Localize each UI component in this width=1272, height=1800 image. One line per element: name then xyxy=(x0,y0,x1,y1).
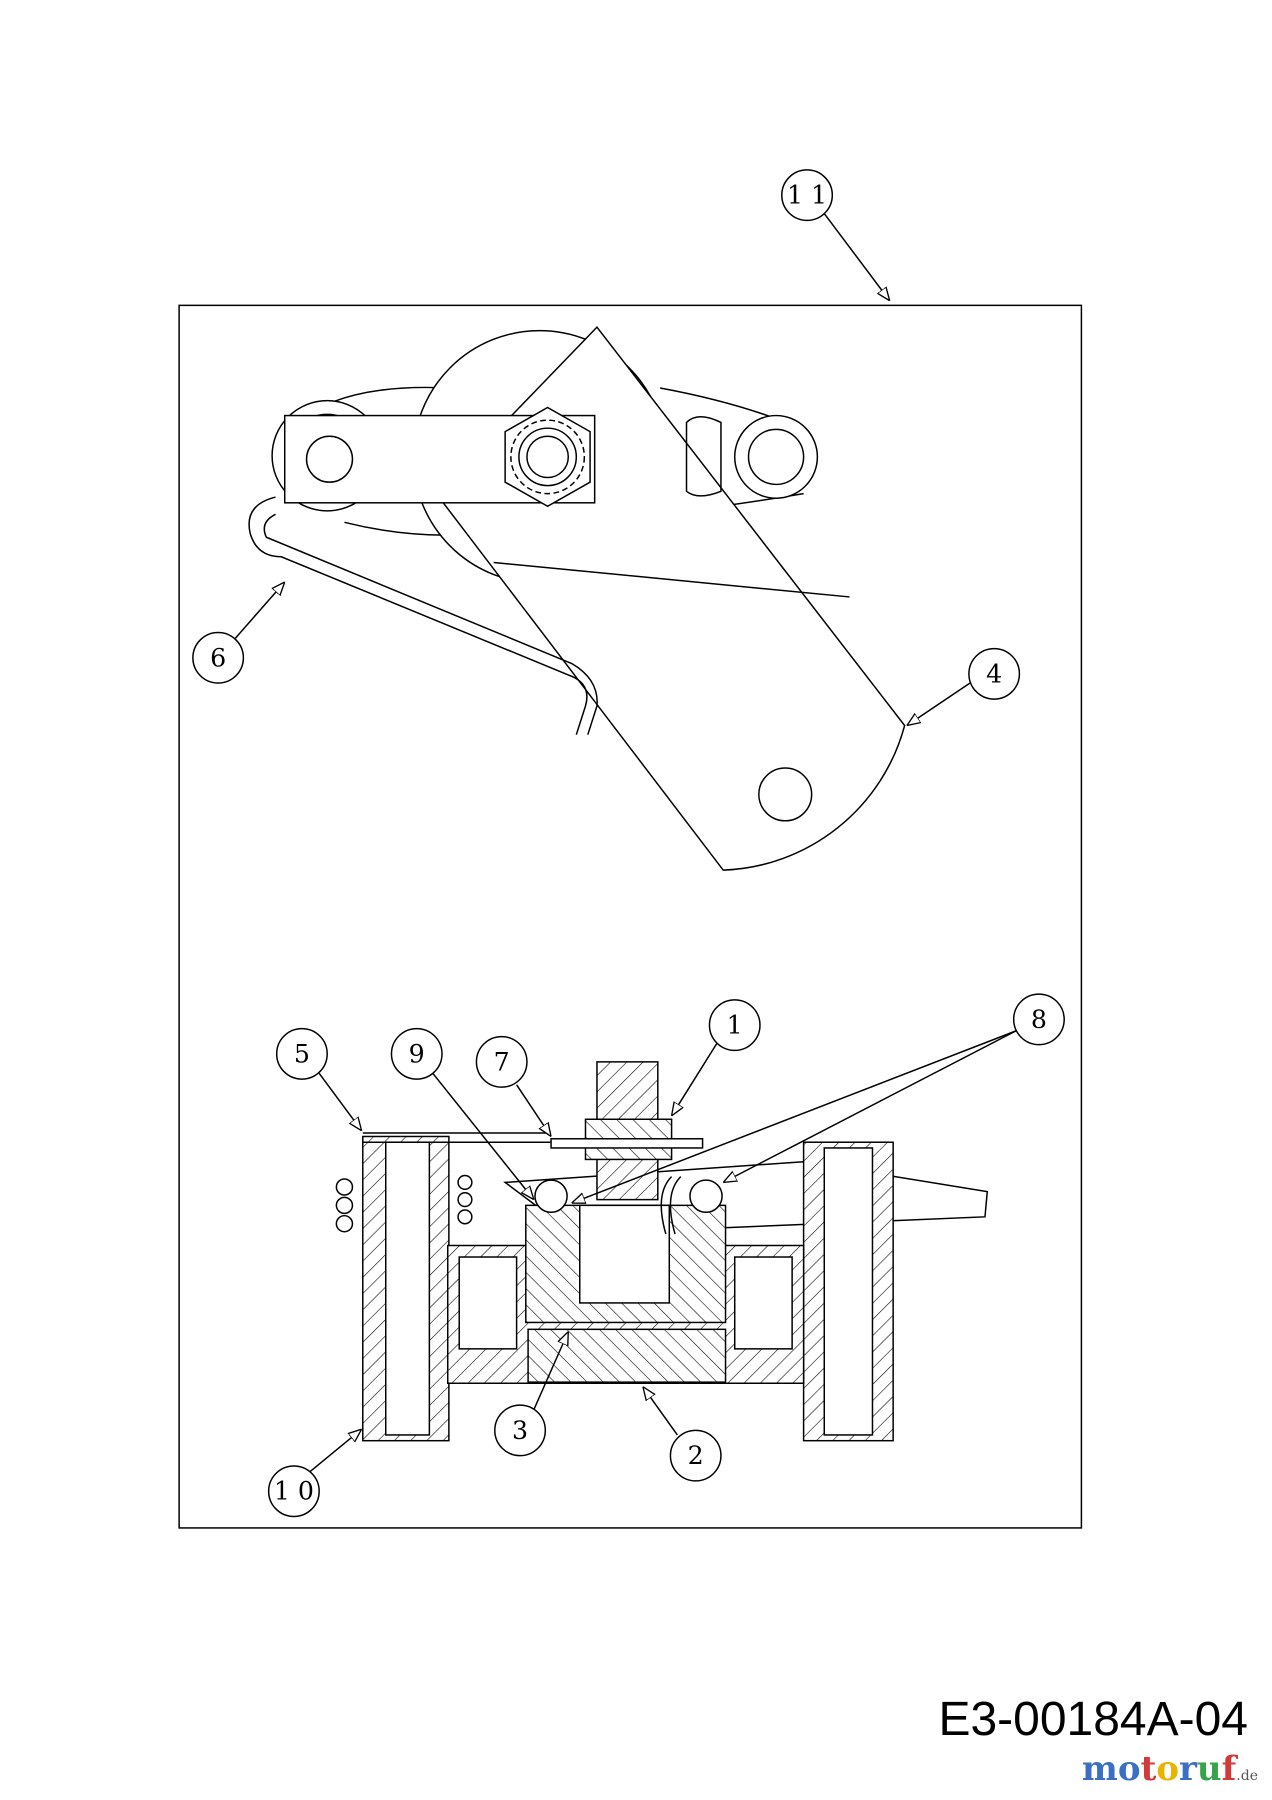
diagram-code: E3-00184A-04 xyxy=(938,1693,1248,1746)
callout-7: 7 xyxy=(475,1035,528,1088)
svg-text:7: 7 xyxy=(494,1047,510,1076)
svg-text:2: 2 xyxy=(688,1441,704,1470)
idler-assembly-top-view xyxy=(248,326,906,871)
callout-8: 8 xyxy=(1012,993,1065,1046)
watermark-letter: u xyxy=(1196,1749,1222,1789)
callout-4: 4 xyxy=(968,647,1021,700)
callout-9: 9 xyxy=(390,1027,443,1080)
watermark-letter: m xyxy=(1081,1749,1118,1789)
belt-guide-pin-right xyxy=(689,1179,723,1213)
watermark-letter: f xyxy=(1221,1749,1237,1789)
callout-5: 5 xyxy=(275,1027,328,1080)
svg-text:1: 1 xyxy=(727,1011,743,1040)
watermark-letter: o xyxy=(1156,1749,1179,1789)
watermark-logo: motoruf.de xyxy=(1082,1747,1258,1798)
svg-text:9: 9 xyxy=(409,1039,425,1068)
callout-6: 6 xyxy=(192,631,245,684)
spring-rod xyxy=(248,496,598,735)
watermark-suffix: .de xyxy=(1236,1768,1258,1784)
belt xyxy=(332,386,804,536)
svg-text:5: 5 xyxy=(294,1039,310,1068)
callout-3: 3 xyxy=(494,1404,547,1457)
right-roller xyxy=(733,414,819,499)
svg-text:3: 3 xyxy=(512,1416,528,1445)
watermark-letter: o xyxy=(1117,1749,1141,1789)
belt-guide-pin-left xyxy=(534,1179,568,1213)
hex-nut xyxy=(504,406,591,508)
callout-10: 1 0 xyxy=(267,1465,320,1518)
flat-washer xyxy=(550,1138,704,1149)
idler-assembly-section-view xyxy=(335,1061,989,1442)
svg-text:1 0: 1 0 xyxy=(274,1477,314,1506)
svg-text:6: 6 xyxy=(210,643,226,672)
svg-text:8: 8 xyxy=(1031,1005,1047,1034)
callout-11: 1 1 xyxy=(781,169,834,222)
assembly-frame xyxy=(178,304,1083,1529)
svg-text:4: 4 xyxy=(986,659,1002,688)
svg-text:1 1: 1 1 xyxy=(787,181,827,210)
watermark-letter: r xyxy=(1179,1749,1197,1789)
top-plate xyxy=(362,1132,552,1143)
watermark-letter: t xyxy=(1140,1749,1157,1789)
callout-2: 2 xyxy=(669,1429,722,1482)
leader-lines xyxy=(234,213,1017,1473)
bracket-hole xyxy=(758,767,813,822)
watermark-text: motoruf xyxy=(1082,1749,1236,1789)
callout-1: 1 xyxy=(708,999,761,1052)
